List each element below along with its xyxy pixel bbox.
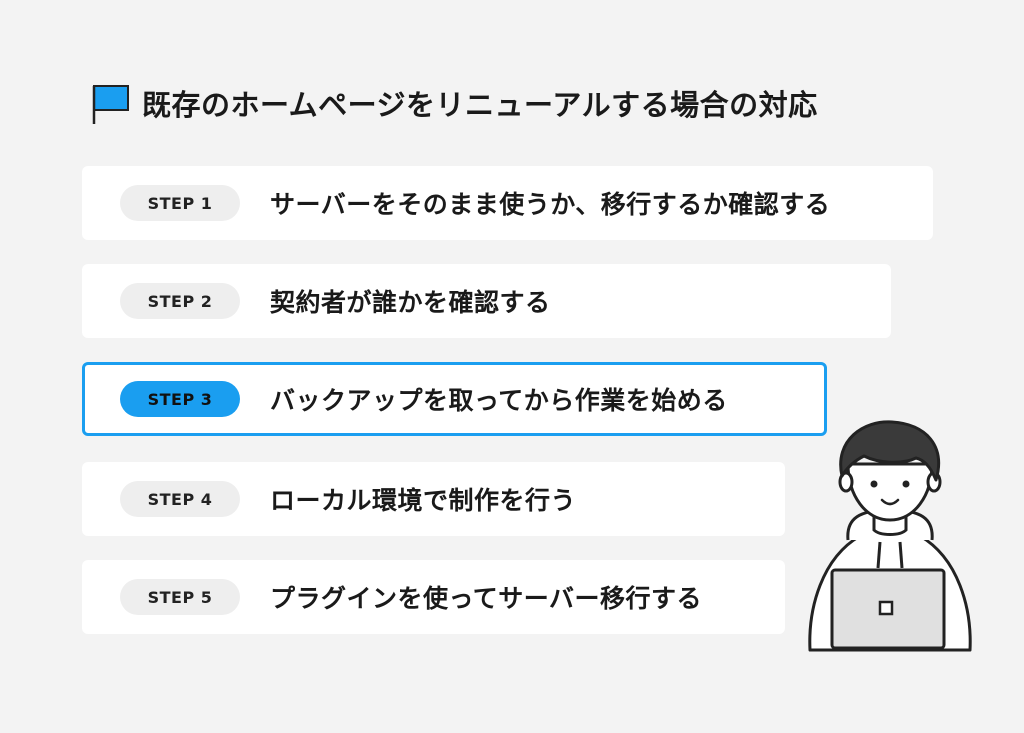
step-5-badge: STEP 5	[120, 579, 240, 615]
step-4: STEP 4 ローカル環境で制作を行う	[82, 462, 785, 536]
page-header: 既存のホームページをリニューアルする場合の対応	[92, 80, 818, 126]
step-2: STEP 2 契約者が誰かを確認する	[82, 264, 891, 338]
step-5: STEP 5 プラグインを使ってサーバー移行する	[82, 560, 785, 634]
step-3: STEP 3 バックアップを取ってから作業を始める	[82, 362, 827, 436]
step-4-text: ローカル環境で制作を行う	[270, 486, 577, 515]
step-2-text: 契約者が誰かを確認する	[270, 288, 551, 317]
flag-icon	[92, 85, 129, 124]
person-with-laptop-illustration	[808, 420, 972, 652]
step-1-badge: STEP 1	[120, 185, 240, 221]
step-2-badge: STEP 2	[120, 283, 240, 319]
step-4-badge: STEP 4	[120, 481, 240, 517]
step-1-text: サーバーをそのまま使うか、移行するか確認する	[270, 190, 831, 219]
page-title: 既存のホームページをリニューアルする場合の対応	[142, 88, 818, 122]
step-3-text: バックアップを取ってから作業を始める	[270, 386, 728, 415]
step-5-text: プラグインを使ってサーバー移行する	[270, 584, 703, 613]
step-3-badge: STEP 3	[120, 381, 240, 417]
step-1: STEP 1 サーバーをそのまま使うか、移行するか確認する	[82, 166, 933, 240]
